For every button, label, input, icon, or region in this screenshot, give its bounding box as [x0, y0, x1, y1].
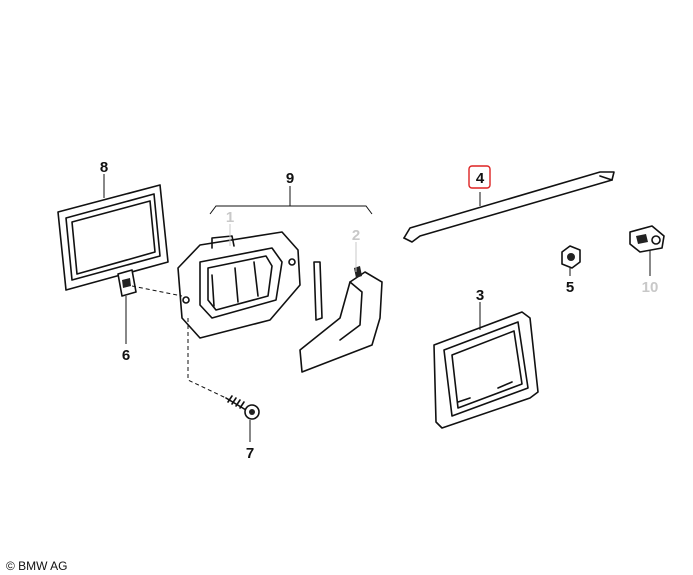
part-8-frame[interactable]	[57, 184, 169, 291]
callout-7[interactable]: 7	[246, 445, 254, 462]
callout-9[interactable]: 9	[286, 170, 294, 187]
part-1-housing[interactable]	[177, 231, 301, 339]
callout-6[interactable]: 6	[122, 347, 130, 364]
part-4-rod[interactable]	[403, 171, 615, 243]
part-10-clamp[interactable]	[629, 225, 665, 253]
callout-2[interactable]: 2	[352, 227, 360, 244]
part-3-trim-frame[interactable]	[433, 311, 539, 429]
highlight-box-4	[468, 165, 491, 189]
callout-8[interactable]: 8	[100, 159, 108, 176]
callout-1[interactable]: 1	[226, 209, 234, 226]
part-7-screw[interactable]	[225, 395, 260, 420]
part-2-bracket[interactable]	[299, 266, 383, 373]
assembly-line-clip	[131, 285, 183, 297]
callout-4[interactable]: 4	[476, 170, 485, 187]
copyright-notice: © BMW AG	[6, 559, 68, 573]
part-6-clip[interactable]	[117, 269, 137, 297]
part-5-nut[interactable]	[561, 245, 581, 269]
callout-5[interactable]: 5	[566, 279, 574, 296]
callout-10[interactable]: 10	[642, 279, 659, 296]
part-pin[interactable]	[313, 261, 323, 321]
callout-3[interactable]: 3	[476, 287, 484, 304]
group-bracket-9	[209, 205, 373, 215]
